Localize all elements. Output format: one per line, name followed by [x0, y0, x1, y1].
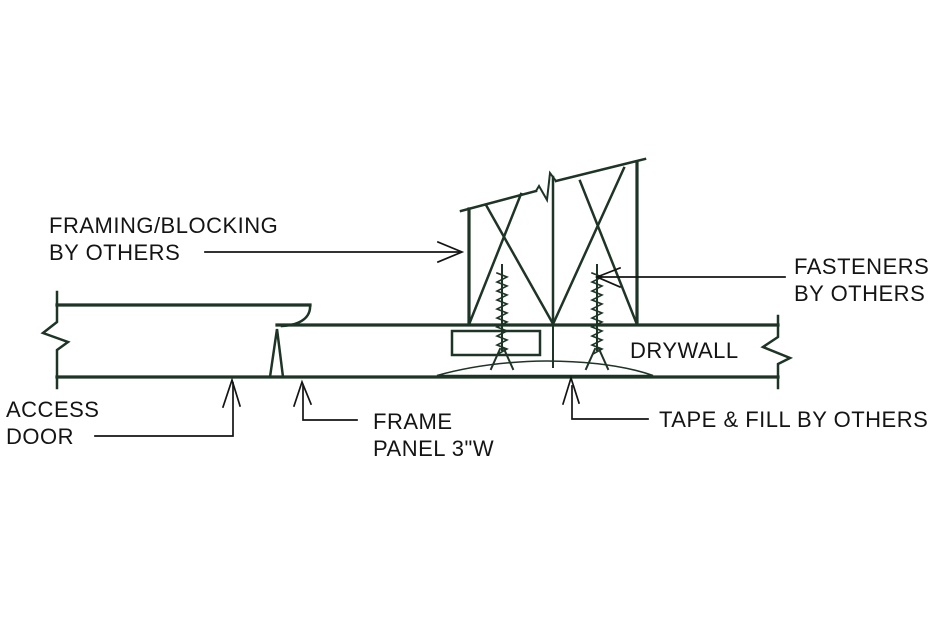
framing-brace-left-up — [468, 192, 523, 324]
frame-panel-arrowhead-icon — [292, 379, 313, 408]
drywall-right-break-line — [760, 314, 794, 390]
framing-blocking-drawing — [459, 157, 647, 368]
fasteners-label-line1: FASTENERS — [794, 254, 929, 279]
framing-blocking-arrowhead-icon — [436, 240, 465, 264]
framing-top-chord-left — [459, 189, 538, 213]
access-door-arrowhead-icon — [221, 377, 242, 409]
leader-lines — [94, 240, 786, 437]
frame-panel-label-line1: FRAME — [373, 409, 453, 434]
drywall-label: DRYWALL — [630, 338, 739, 363]
framing-blocking-label-line1: FRAMING/BLOCKING — [49, 213, 278, 238]
tape-fill-leader — [571, 385, 649, 420]
screw-threads — [590, 271, 604, 356]
frame-panel-drawing — [268, 323, 780, 379]
screw-threads — [495, 271, 509, 356]
screw-head-flare — [489, 347, 515, 371]
door-lip-curve — [280, 303, 312, 328]
framing-brace-left-down — [484, 203, 554, 324]
framing-brace-right-down — [578, 179, 638, 324]
access-door-label-line2: DOOR — [6, 424, 74, 449]
tape-fill-label: TAPE & FILL BY OTHERS — [659, 407, 928, 432]
fastener-screw-icon — [489, 264, 515, 371]
tape-fill-mound — [436, 360, 654, 377]
frame-panel-leader — [302, 385, 358, 421]
frame-panel-taper-spike — [268, 328, 285, 379]
access-door-label-line1: ACCESS — [6, 397, 99, 422]
framing-top-chord-break — [534, 170, 558, 204]
fasteners-arrowhead-icon — [594, 266, 622, 289]
frame-panel-label-line2: PANEL 3"W — [373, 436, 494, 461]
access-door-leader — [94, 382, 234, 437]
frame-panel-hatched-section — [450, 329, 542, 357]
tape-fill-arrowhead-icon — [561, 375, 581, 406]
fasteners-label-line2: BY OTHERS — [794, 281, 925, 306]
framing-blocking-label-line2: BY OTHERS — [49, 240, 180, 265]
door-left-break-line — [40, 290, 71, 390]
framing-top-chord-right — [554, 157, 647, 183]
framing-brace-right-up — [552, 166, 626, 324]
